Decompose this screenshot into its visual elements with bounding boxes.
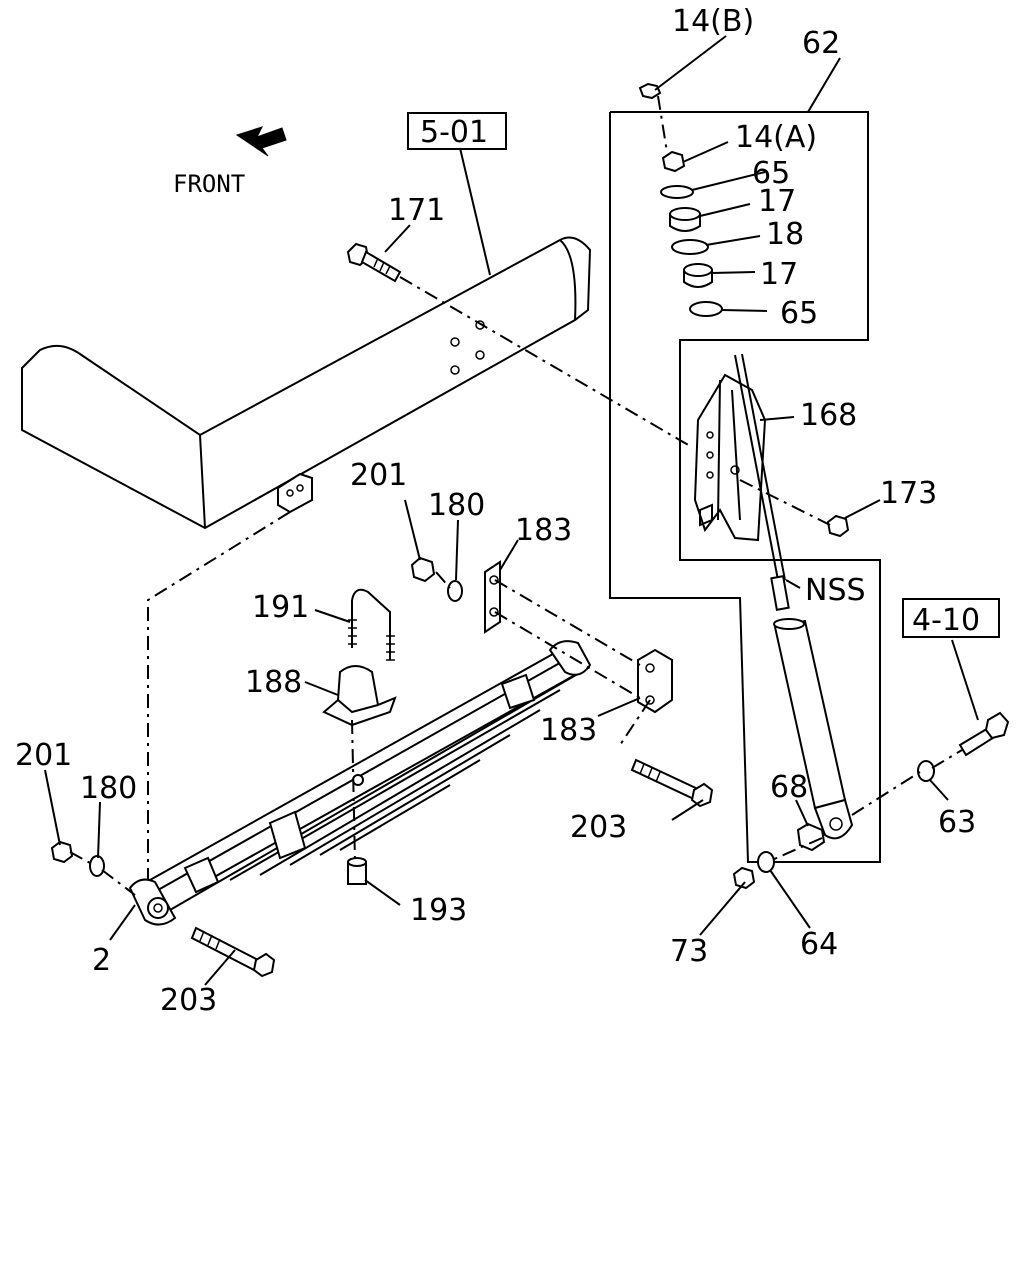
- nut-73: [732, 866, 756, 890]
- shackle-plate-183-upper: [484, 560, 501, 634]
- ref-5-01-label: 5-01: [420, 115, 488, 150]
- leader-lines: [44, 35, 979, 986]
- nut-14a: [661, 150, 686, 173]
- callout-2: 2: [92, 943, 111, 978]
- callout-65-upper: 65: [752, 156, 790, 191]
- assembly-62-box: [609, 111, 881, 863]
- callout-180-upper: 180: [428, 488, 485, 523]
- ref-4-10-label: 4-10: [912, 603, 980, 638]
- nut-201-upper: [410, 556, 436, 583]
- washer-65-lower: [689, 301, 723, 317]
- callout-180-lower: 180: [80, 771, 137, 806]
- shock-absorber: [734, 353, 854, 840]
- callout-17-lower: 17: [760, 257, 798, 292]
- callout-188: 188: [245, 665, 302, 700]
- bolt-203-upper: [630, 758, 714, 808]
- callout-68: 68: [770, 770, 808, 805]
- washer-64: [757, 851, 775, 873]
- bolt-4-10: [958, 711, 1010, 757]
- alignment-lines: [69, 95, 963, 896]
- callout-193: 193: [410, 893, 467, 928]
- bushing-17-upper: [669, 207, 701, 232]
- ref-box-5-01: [407, 112, 507, 150]
- ref-box-4-10: [902, 598, 1000, 638]
- callout-168: 168: [800, 398, 857, 433]
- callout-201-lower: 201: [15, 738, 72, 773]
- callout-183-upper: 183: [515, 513, 572, 548]
- washer-180-upper: [447, 580, 463, 602]
- callout-65-lower: 65: [780, 296, 818, 331]
- callout-173: 173: [880, 476, 937, 511]
- callout-nss: NSS: [805, 573, 866, 608]
- nut-193: [347, 857, 367, 885]
- callout-62: 62: [802, 26, 840, 61]
- nut-173: [826, 514, 850, 538]
- callout-63: 63: [938, 805, 976, 840]
- callout-191: 191: [252, 590, 309, 625]
- bolt-171: [346, 242, 402, 283]
- callout-14b: 14(B): [672, 4, 754, 39]
- callout-183-lower: 183: [540, 713, 597, 748]
- washer-63: [917, 760, 935, 782]
- callout-14a: 14(A): [735, 120, 817, 155]
- washer-180-lower: [89, 855, 105, 877]
- washer-65-upper: [660, 185, 694, 199]
- frame-rail: [21, 236, 592, 530]
- callout-203-lower: 203: [160, 983, 217, 1018]
- callout-17-upper: 17: [758, 184, 796, 219]
- front-label: FRONT: [173, 170, 245, 198]
- shackle-plate-183-lower: [637, 648, 673, 714]
- retainer-18: [671, 239, 709, 255]
- callout-73: 73: [670, 934, 708, 969]
- nut-14b: [638, 82, 662, 100]
- nut-201-lower: [50, 840, 74, 864]
- front-arrow-icon: [235, 126, 287, 157]
- bolt-203-lower: [190, 926, 276, 978]
- callout-201-upper: 201: [350, 458, 407, 493]
- callout-64: 64: [800, 927, 838, 962]
- bushing-17-lower: [683, 263, 713, 288]
- u-bolt-191: [348, 588, 395, 661]
- callout-203-upper: 203: [570, 810, 627, 845]
- callout-171: 171: [388, 193, 445, 228]
- spacer-188: [322, 665, 397, 727]
- callout-18: 18: [766, 217, 804, 252]
